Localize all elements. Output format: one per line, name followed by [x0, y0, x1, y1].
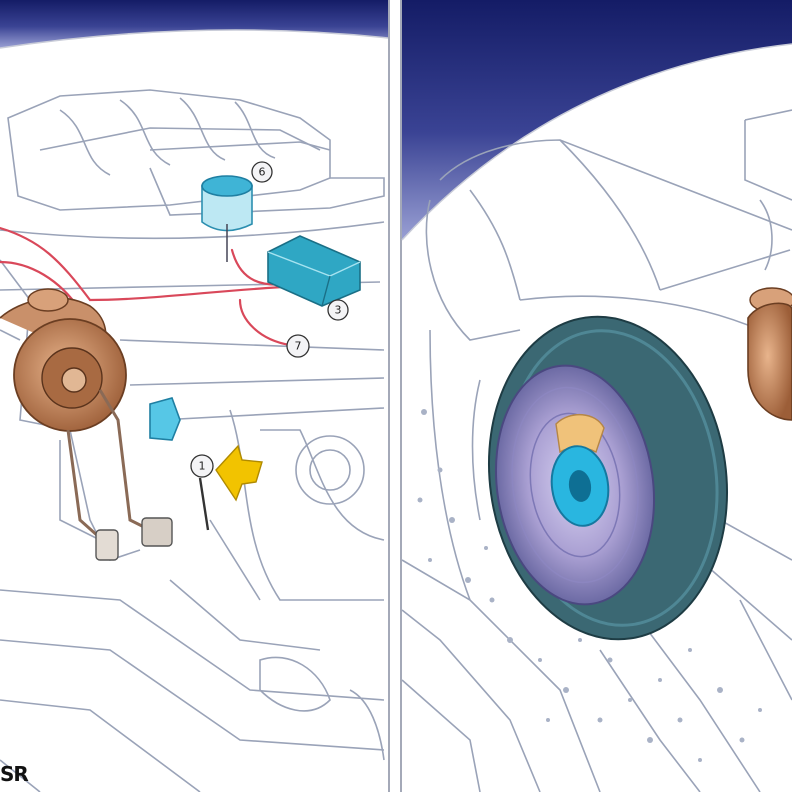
brown-bracket — [0, 288, 127, 432]
yellow-indicator-arrow — [215, 444, 263, 502]
cyan-sensor — [149, 397, 181, 441]
left-hood-edge — [0, 29, 389, 49]
dipstick — [198, 477, 210, 531]
callout-1-label: 1 — [199, 460, 206, 473]
callout-3-label: 3 — [335, 304, 342, 317]
panel-divider — [388, 0, 402, 792]
callout-7: 7 — [286, 334, 310, 358]
coolant-reservoir — [201, 175, 253, 262]
arm-end-block — [141, 517, 173, 547]
right-hood-edge — [401, 43, 792, 241]
brown-part-edge — [747, 287, 792, 421]
corner-logo-text: SR — [0, 762, 29, 786]
left-panel: 6 3 7 1 — [0, 0, 389, 792]
callout-6-label: 6 — [259, 166, 266, 179]
right-sky — [402, 0, 792, 240]
right-panel — [401, 0, 792, 792]
motion-particles — [417, 409, 762, 762]
wheel — [487, 315, 729, 641]
arm-end-block-2 — [95, 529, 119, 561]
engine-outline — [0, 89, 385, 792]
callout-3: 3 — [327, 299, 349, 321]
callout-6: 6 — [251, 161, 273, 183]
callout-7-label: 7 — [295, 340, 302, 353]
car-body-outline — [401, 109, 792, 792]
callout-1: 1 — [190, 454, 214, 478]
control-module — [267, 235, 361, 307]
